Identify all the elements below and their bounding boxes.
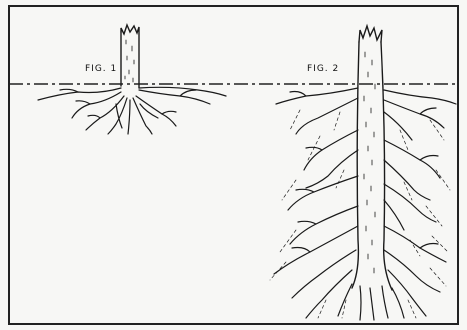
fig-1-tree	[38, 25, 226, 134]
border	[9, 6, 458, 324]
fig-1-roots	[38, 87, 226, 134]
fig-1-label: FIG. 1	[85, 64, 117, 74]
fig-2-lower-roots	[274, 206, 446, 320]
fig-2-upper-roots	[276, 88, 456, 140]
fig-1-trunk-top	[121, 25, 139, 84]
fig-2-middle-roots	[288, 130, 440, 230]
fig-2-tree	[270, 26, 456, 320]
fig-2-trunk-top	[359, 26, 382, 42]
fig-2-label: FIG. 2	[307, 64, 339, 74]
